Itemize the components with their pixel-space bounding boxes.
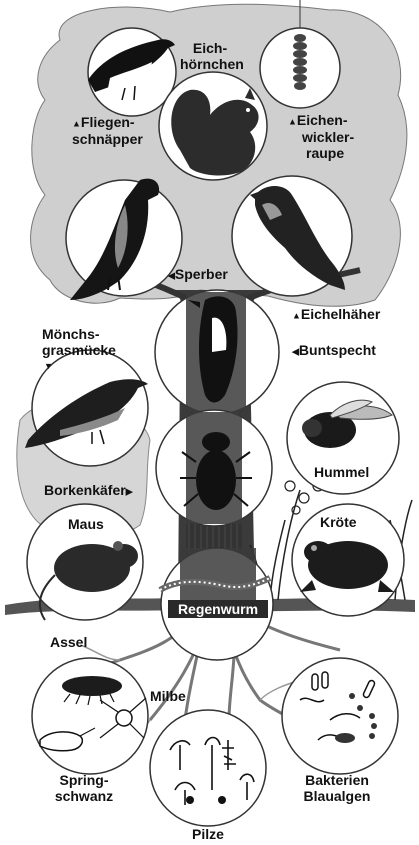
label-hummel: Hummel [314, 464, 369, 480]
label-milbe: Milbe [150, 688, 186, 704]
label-fliegenschnaepper: ▲Fliegen- schnäpper [72, 114, 143, 147]
label-sperber-text: Sperber [175, 266, 228, 282]
label-eichenwickler-line1: Eichen- [297, 112, 348, 128]
label-springschwanz: Spring- schwanz [44, 772, 124, 804]
label-eichenwickler-line2: wickler- [288, 129, 354, 145]
pointer-marker: ▲ [288, 116, 297, 126]
label-blaualgen: Blaualgen [292, 788, 382, 804]
eichhoernchen-illustration [159, 72, 267, 180]
label-eichenwicklerraupe: ▲Eichen- wickler- raupe [288, 112, 354, 161]
label-moenchsgrasmuecke-line2: grasmücke [42, 342, 116, 358]
pointer-marker: ◀ [292, 346, 299, 356]
assel-milbe-springschwanz-illustration [32, 658, 148, 774]
label-assel: Assel [50, 634, 87, 650]
borkenkaefer-illustration [156, 410, 272, 526]
label-kroete: Kröte [320, 514, 357, 530]
label-moenchsgrasmuecke-line1: Mönchs- [42, 326, 116, 342]
pointer-marker: ◀ [168, 270, 175, 280]
label-pilze: Pilze [178, 826, 238, 842]
label-bakterien-blaualgen: Bakterien Blaualgen [292, 772, 382, 804]
eichelhaeher-illustration [232, 176, 352, 296]
pilze-illustration [150, 710, 266, 826]
label-eichhoernchen: Eich- hörnchen [180, 40, 240, 72]
pointer-marker: ▲ [292, 310, 301, 320]
pointer-marker: ▲ [72, 118, 81, 128]
label-maus: Maus [68, 516, 104, 532]
label-bakterien: Bakterien [292, 772, 382, 788]
label-springschwanz-line1: Spring- [44, 772, 124, 788]
label-buntspecht-text: Buntspecht [299, 342, 376, 358]
label-regenwurm: Regenwurm [168, 600, 268, 618]
label-moenchsgrasmuecke: Mönchs- grasmücke ▼ [42, 326, 116, 374]
label-eichenwickler-line3: raupe [288, 145, 354, 161]
label-eichhoernchen-line1: Eich- [180, 40, 240, 56]
bakterien-blaualgen-illustration [282, 658, 398, 774]
pointer-marker: ▶ [126, 486, 133, 496]
label-springschwanz-line2: schwanz [44, 788, 124, 804]
label-sperber: ◀Sperber [168, 266, 228, 283]
buntspecht-illustration [155, 290, 279, 414]
label-borkenkaefer-text: Borkenkäfer [44, 482, 126, 498]
fliegenschnaepper-illustration [88, 28, 176, 116]
label-fliegenschnaepper-line1: Fliegen- [81, 114, 135, 130]
label-eichelhaeher: ▲Eichelhäher [292, 306, 380, 323]
pointer-marker: ▼ [42, 358, 116, 374]
label-fliegenschnaepper-line2: schnäpper [72, 131, 143, 147]
label-borkenkaefer: Borkenkäfer▶ [44, 482, 133, 499]
label-buntspecht: ◀Buntspecht [292, 342, 376, 359]
label-eichhoernchen-line2: hörnchen [180, 56, 240, 72]
eichenwickler-illustration [260, 28, 340, 108]
label-eichelhaeher-text: Eichelhäher [301, 306, 380, 322]
